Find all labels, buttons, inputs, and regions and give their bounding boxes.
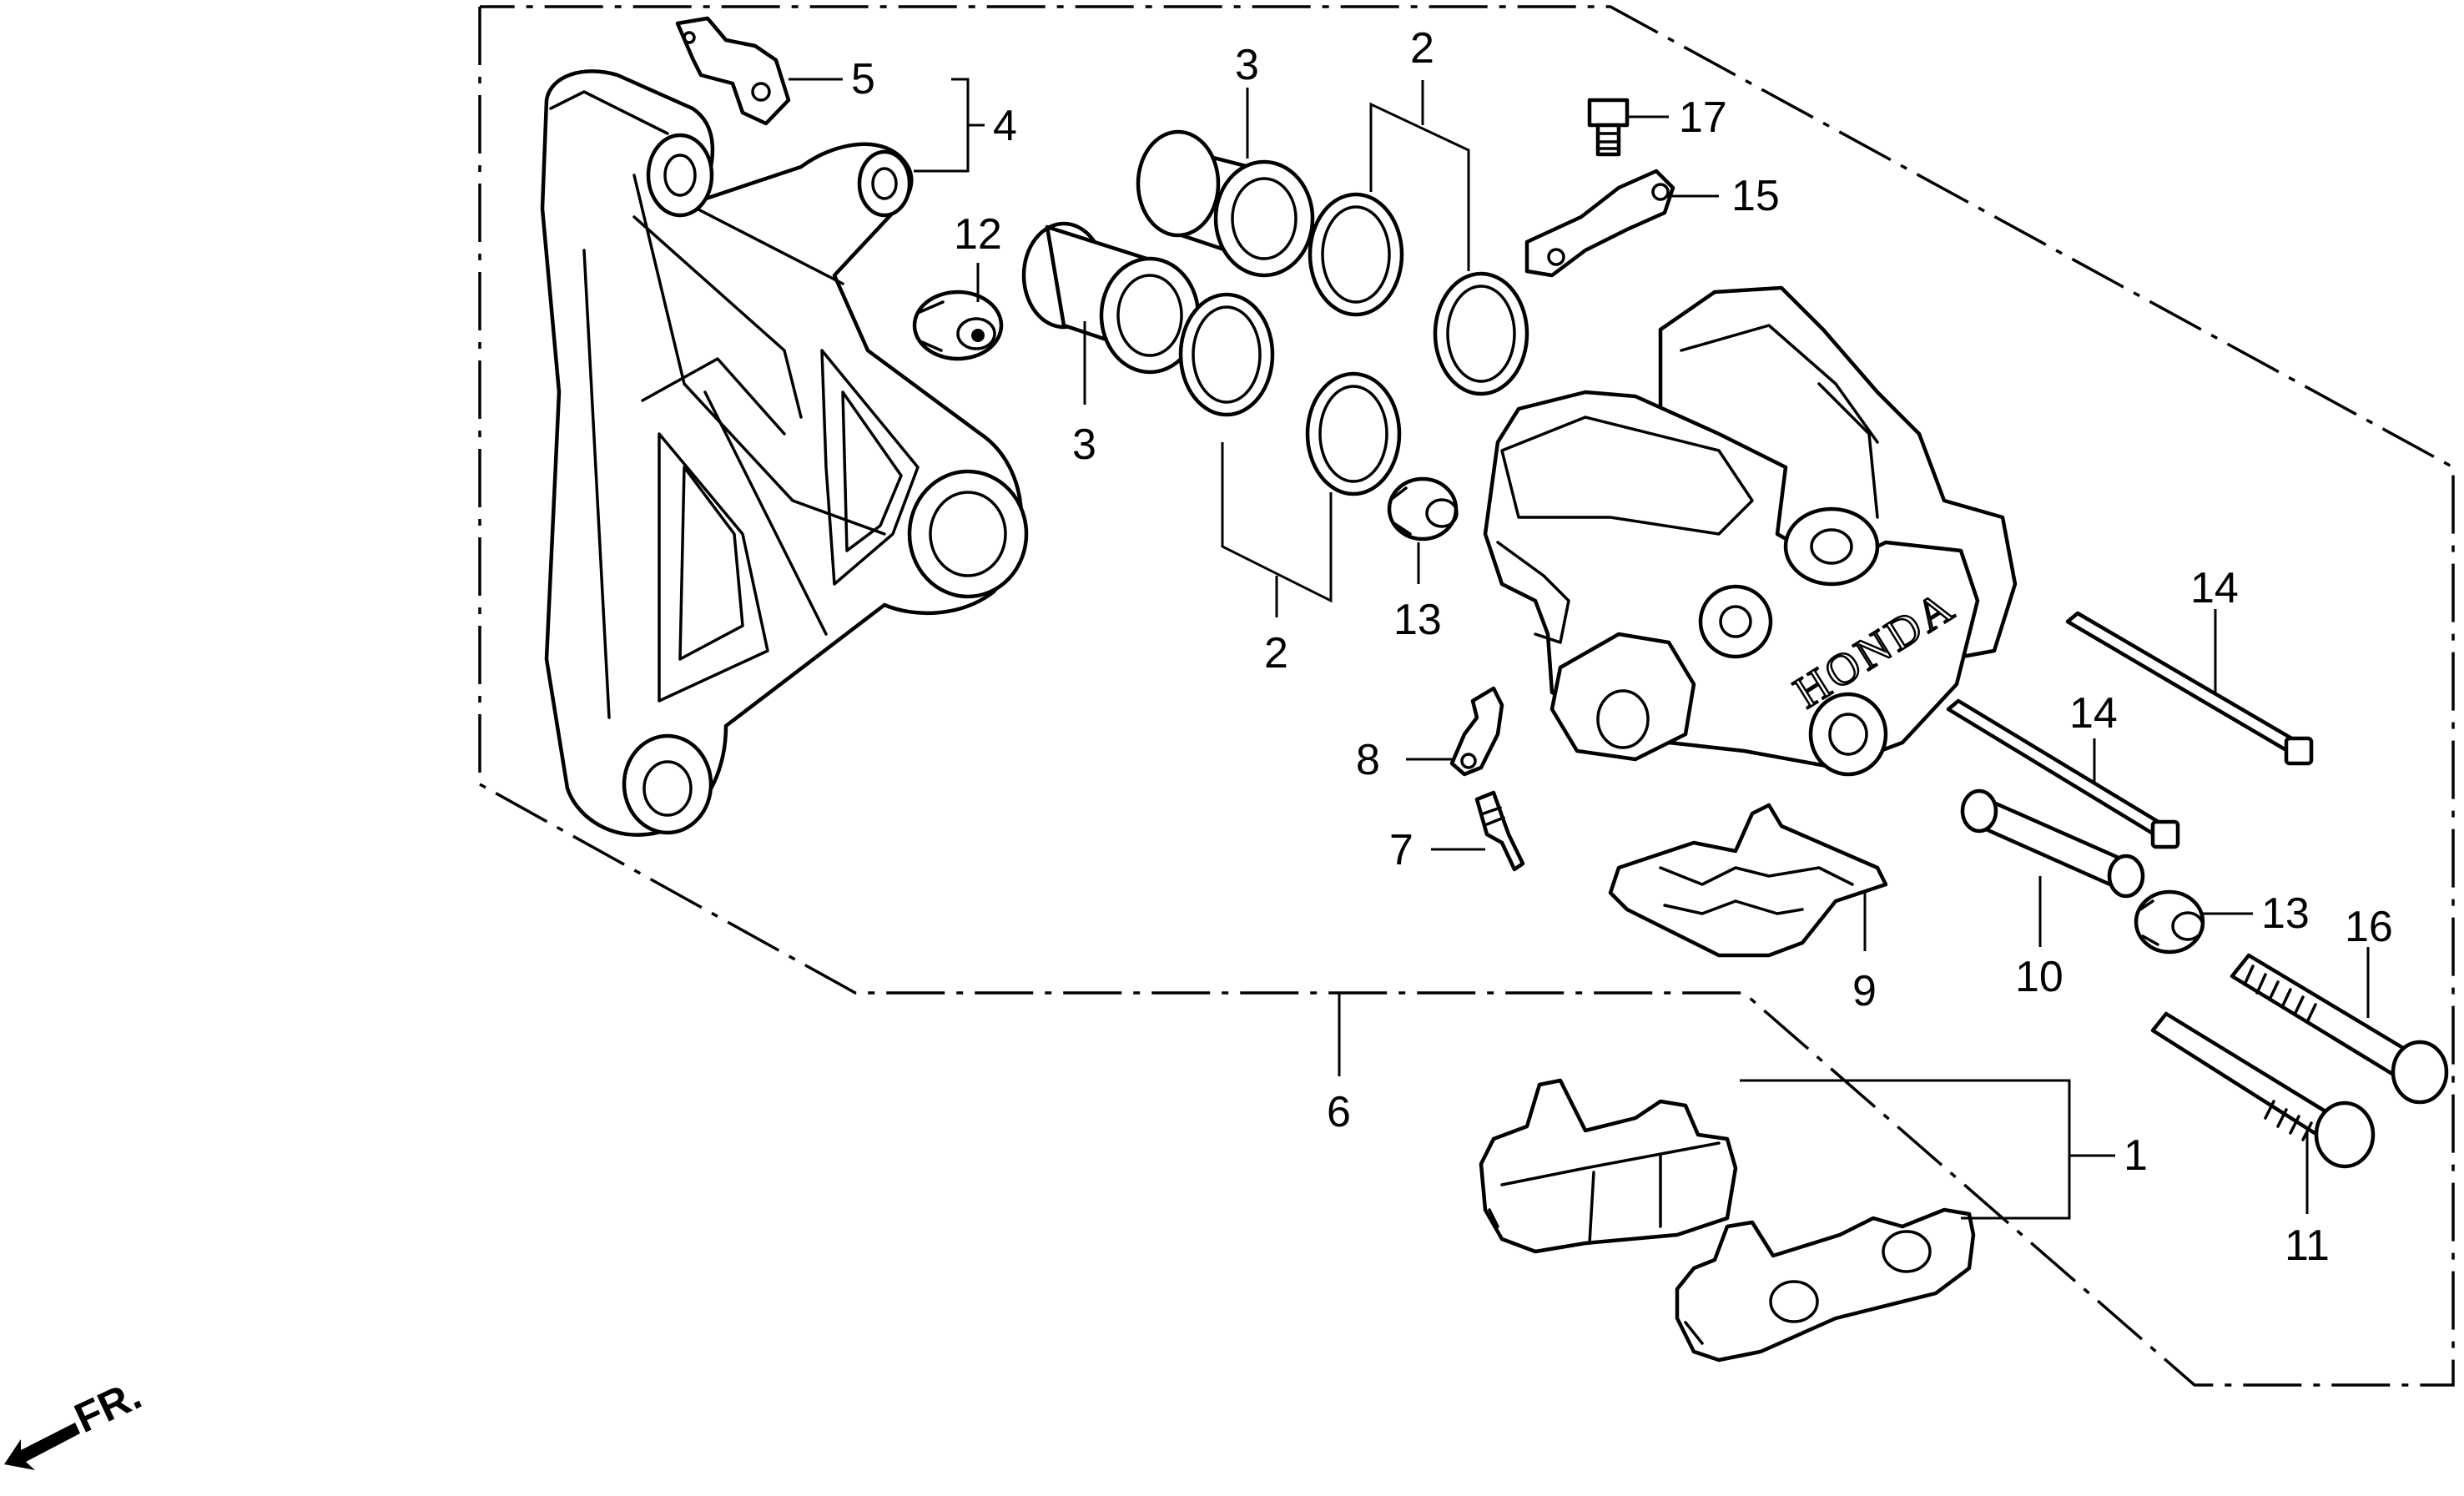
part-1-pad-lower — [1675, 1207, 1976, 1363]
callout-15: 15 — [1731, 172, 1780, 220]
callout-7: 7 — [1389, 826, 1413, 874]
callout-labels: 1 2 2 3 3 4 5 6 7 8 9 10 11 12 13 13 14 … — [851, 24, 2393, 1270]
part-3-piston-upper — [1136, 129, 1315, 278]
part-15-bracket — [1524, 169, 1675, 278]
part-3-piston-lower — [1021, 221, 1201, 375]
part-13-boot-right — [2134, 889, 2205, 955]
part-8-bleeder-cap — [1449, 686, 1504, 777]
callout-13-right: 13 — [2261, 889, 2310, 938]
part-7-bleeder-valve — [1474, 790, 1525, 872]
callout-13-top: 13 — [1393, 596, 1442, 644]
leader-lines — [789, 78, 2370, 1220]
direction-label: FR. — [68, 1371, 149, 1442]
callout-14-right: 14 — [2190, 564, 2239, 612]
part-9-pad-spring — [1608, 803, 1888, 958]
callout-6: 6 — [1327, 1088, 1351, 1136]
part-10-sleeve — [1960, 788, 2145, 899]
callout-5: 5 — [851, 55, 875, 103]
assembly-boundary — [478, 5, 2455, 1387]
part-12-bushing — [912, 290, 1004, 361]
callout-12: 12 — [954, 210, 1002, 259]
callout-8: 8 — [1356, 736, 1380, 784]
callout-16: 16 — [2345, 903, 2393, 951]
part-13-boot-upper — [1387, 476, 1459, 541]
part-14-pin-left — [1946, 698, 2180, 849]
callout-11: 11 — [2285, 1221, 2330, 1270]
callout-4: 4 — [993, 102, 1017, 150]
part-1-pad-upper — [1479, 1078, 1738, 1254]
part-14-pin-right — [2065, 611, 2314, 766]
callout-2-bottom: 2 — [1264, 629, 1288, 677]
part-17-bolt — [1587, 98, 1630, 157]
callout-14-left: 14 — [2069, 689, 2118, 738]
part-11-bolt — [2150, 1011, 2376, 1169]
part-16-bolt — [2230, 953, 2449, 1105]
callout-9: 9 — [1852, 967, 1877, 1015]
callout-17: 17 — [1679, 93, 1727, 142]
callout-1: 1 — [2124, 1131, 2148, 1180]
caliper-bracket — [540, 69, 1029, 837]
callout-10: 10 — [2015, 953, 2063, 1001]
callout-3-top: 3 — [1235, 41, 1259, 89]
caliper-body: HONDA — [1483, 285, 2018, 777]
callout-2-top: 2 — [1410, 24, 1434, 73]
part-5-clip — [675, 16, 791, 126]
callout-3-bottom: 3 — [1072, 421, 1096, 469]
front-direction-arrow: FR. — [4, 1371, 149, 1470]
part-2-seals — [1178, 192, 1529, 496]
